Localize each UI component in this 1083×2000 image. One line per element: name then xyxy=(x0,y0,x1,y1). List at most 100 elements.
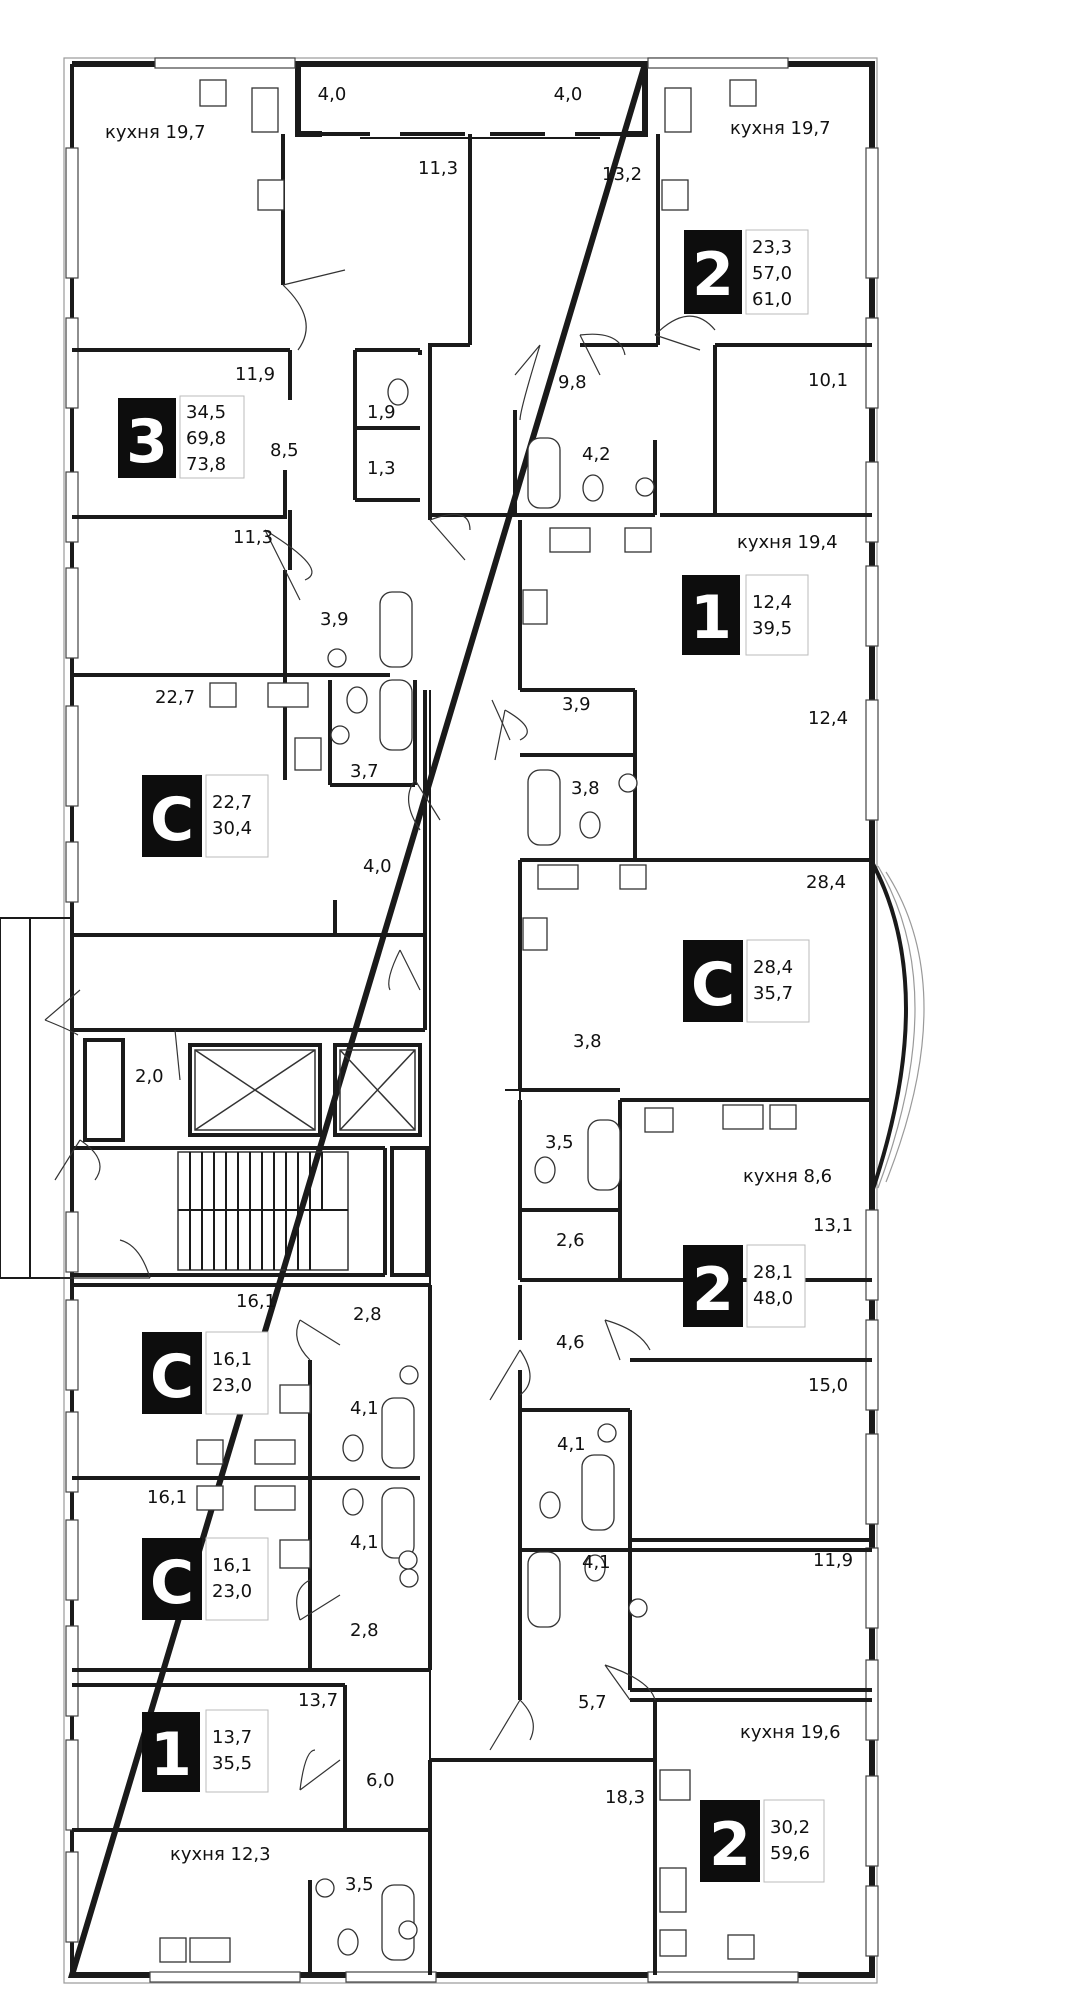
room-area-label: 16,1 xyxy=(236,1291,276,1312)
room-area-label: 5,7 xyxy=(578,1692,607,1713)
svg-text:2: 2 xyxy=(692,240,734,310)
sink-icon xyxy=(398,1550,418,1570)
stove-icon xyxy=(769,1104,797,1130)
room-area-label: кухня 19,4 xyxy=(737,532,838,553)
svg-text:35,5: 35,5 xyxy=(212,1753,252,1774)
svg-text:C: C xyxy=(150,1548,194,1618)
sink-icon xyxy=(398,1920,418,1940)
unit-badge: 2 28,1 48,0 xyxy=(683,1244,806,1328)
room-area-label: 16,1 xyxy=(147,1487,187,1508)
room-area-label: 10,1 xyxy=(808,370,848,391)
room-area-label: 11,3 xyxy=(233,527,273,548)
room-area-label: 2,6 xyxy=(556,1230,585,1251)
bathtub-icon xyxy=(379,591,413,668)
svg-text:30,4: 30,4 xyxy=(212,818,252,839)
room-area-label: 3,9 xyxy=(320,609,349,630)
stove-icon xyxy=(196,1439,224,1465)
stove-icon xyxy=(727,1934,755,1960)
stove-icon xyxy=(729,79,757,107)
sink-icon xyxy=(549,527,591,553)
stairs xyxy=(177,1151,349,1271)
room-area-label: 4,0 xyxy=(554,84,583,105)
toilet-icon xyxy=(387,378,409,406)
svg-text:39,5: 39,5 xyxy=(752,618,792,639)
unit-badge: 1 13,7 35,5 xyxy=(142,1709,269,1793)
sink-icon xyxy=(267,682,309,708)
room-area-label: 9,8 xyxy=(558,372,587,393)
svg-text:59,6: 59,6 xyxy=(770,1843,810,1864)
sink-icon xyxy=(659,1867,687,1913)
svg-text:61,0: 61,0 xyxy=(752,289,792,310)
room-area-label: кухня 19,6 xyxy=(740,1722,841,1743)
room-area-label: 8,5 xyxy=(270,440,299,461)
svg-text:28,1: 28,1 xyxy=(753,1262,793,1283)
sink-icon xyxy=(618,773,638,793)
room-area-label: кухня 19,7 xyxy=(105,122,206,143)
unit-badge: 2 23,3 57,0 61,0 xyxy=(684,229,809,315)
room-area-label: кухня 8,6 xyxy=(743,1166,832,1187)
toilet-icon xyxy=(539,1491,561,1519)
stove-icon xyxy=(644,1107,674,1133)
room-area-label: 4,1 xyxy=(557,1434,586,1455)
svg-text:73,8: 73,8 xyxy=(186,454,226,475)
room-area-label: 18,3 xyxy=(605,1787,645,1808)
svg-text:1: 1 xyxy=(150,1720,192,1790)
unit-badge: C 16,1 23,0 xyxy=(142,1537,269,1621)
room-area-label: 3,5 xyxy=(345,1874,374,1895)
sink-icon xyxy=(251,87,279,133)
stove-icon xyxy=(522,917,548,951)
toilet-icon xyxy=(342,1434,364,1462)
toilet-icon xyxy=(346,686,368,714)
room-area-label: 2,8 xyxy=(350,1620,379,1641)
toilet-icon xyxy=(584,1554,606,1582)
room-area-label: 3,8 xyxy=(571,778,600,799)
toilet-icon xyxy=(534,1156,556,1184)
svg-text:30,2: 30,2 xyxy=(770,1817,810,1838)
toilet-icon xyxy=(579,811,601,839)
svg-text:23,3: 23,3 xyxy=(752,237,792,258)
sink-icon xyxy=(722,1104,764,1130)
svg-text:C: C xyxy=(150,1342,194,1412)
room-area-label: 1,9 xyxy=(367,402,396,423)
svg-text:1: 1 xyxy=(690,583,732,653)
sink-icon xyxy=(597,1423,617,1443)
sink-icon xyxy=(327,648,347,668)
svg-text:16,1: 16,1 xyxy=(212,1555,252,1576)
unit-badge: 2 30,2 59,6 xyxy=(700,1799,825,1883)
unit-badge: C 16,1 23,0 xyxy=(142,1331,269,1415)
unit-badge: C 22,7 30,4 xyxy=(142,774,269,858)
bathtub-icon xyxy=(527,769,561,846)
toilet-icon xyxy=(337,1928,359,1956)
room-area-label: 4,2 xyxy=(582,444,611,465)
stove-icon xyxy=(659,1769,691,1801)
svg-text:23,0: 23,0 xyxy=(212,1375,252,1396)
stove-icon xyxy=(624,527,652,553)
svg-text:12,4: 12,4 xyxy=(752,592,792,613)
svg-text:C: C xyxy=(150,785,194,855)
sink-icon xyxy=(399,1365,419,1385)
stove-icon xyxy=(199,79,227,107)
room-area-label: 3,8 xyxy=(573,1031,602,1052)
room-area-label: 11,9 xyxy=(235,364,275,385)
room-area-label: 6,0 xyxy=(366,1770,395,1791)
room-area-label: 11,3 xyxy=(418,158,458,179)
room-area-label: 28,4 xyxy=(806,872,846,893)
sink-icon xyxy=(537,864,579,890)
bathtub-icon xyxy=(381,1397,415,1469)
sink-icon xyxy=(189,1937,231,1963)
stove-icon xyxy=(257,179,285,211)
svg-text:48,0: 48,0 xyxy=(753,1288,793,1309)
stove-icon xyxy=(659,1929,687,1957)
bathtub-icon xyxy=(587,1119,621,1191)
room-area-label: 1,3 xyxy=(367,458,396,479)
sink-icon xyxy=(399,1568,419,1588)
room-area-label: 22,7 xyxy=(155,687,195,708)
svg-text:57,0: 57,0 xyxy=(752,263,792,284)
room-labels: кухня 19,7 4,0 4,0 кухня 19,7 11,3 13,2 … xyxy=(105,84,853,1895)
svg-text:C: C xyxy=(691,950,735,1020)
bathtub-icon xyxy=(581,1454,615,1531)
unit-badge: 3 34,5 69,8 73,8 xyxy=(118,395,245,479)
doors xyxy=(44,269,716,1791)
room-area-label: 13,7 xyxy=(298,1690,338,1711)
stove-icon xyxy=(159,1937,187,1963)
